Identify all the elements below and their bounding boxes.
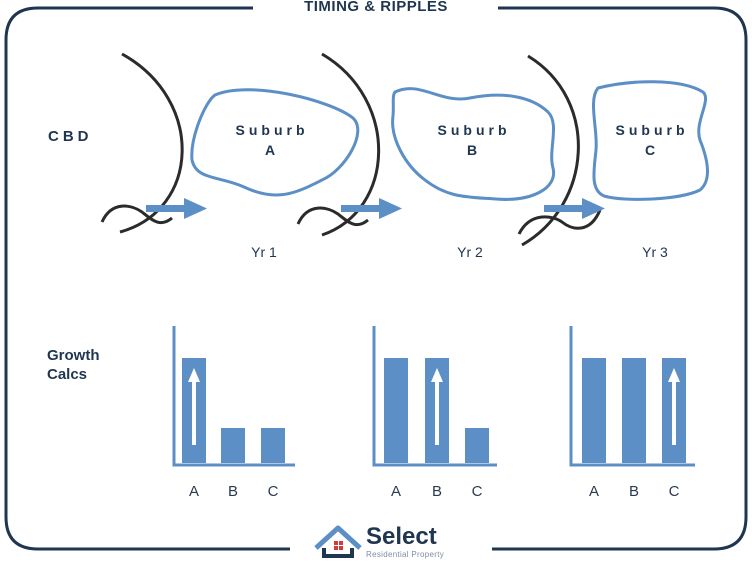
growth-label-line2: Calcs [47,366,88,383]
frame-border [4,6,748,551]
bar-1-b [221,428,245,463]
tick-label-2-c: C [471,483,483,500]
year-label-2: Yr 2 [457,244,483,260]
ripple-panel-3 [517,54,709,247]
cbd-ring-1 [119,52,184,234]
chart-1-axes [172,326,295,467]
suburb-blob-b [391,87,556,201]
tick-label-3-c: C [668,483,680,500]
chart-3-axes [569,326,695,467]
suburb-c-label: Suburb C [592,120,712,160]
bar-1-c [261,428,285,463]
cbd-label: CBD [48,128,93,145]
growth-label-line1: Growth [47,347,100,364]
bar-3-b [622,358,646,463]
tick-label-3-a: A [588,483,599,500]
ripple-arrow-2 [341,198,402,219]
ripple-arrow-3 [544,198,605,219]
growth-arrow-1 [188,368,200,445]
ripple-panel-2 [296,52,556,237]
wave-2 [296,206,369,227]
logo-tagline: Residential Property [366,550,445,559]
house-logo-icon [314,525,362,558]
tick-label-1-a: A [188,483,199,500]
growth-chart-1 [172,326,295,467]
bar-2-a [384,358,408,463]
wave-1 [100,204,173,225]
ripple-panel-1 [100,52,360,234]
tick-label-3-b: B [628,483,639,500]
suburb-c-word: Suburb [615,122,689,138]
growth-chart-2 [372,326,497,467]
ripple-arrow-1 [146,198,207,219]
suburb-a-word: Suburb [235,122,309,138]
suburb-a-letter: A [264,142,280,158]
tick-label-2-b: B [431,483,442,500]
suburb-c-letter: C [644,142,660,158]
year-label-3: Yr 3 [642,244,668,260]
growth-arrow-2 [431,368,443,445]
growth-arrow-3 [668,368,680,445]
bar-3-a [582,358,606,463]
suburb-b-label: Suburb B [414,120,534,160]
diagram-title: TIMING & RIPPLES [304,0,448,15]
wave-3 [517,209,602,235]
cbd-ring-3 [521,54,580,247]
suburb-b-letter: B [466,142,482,158]
suburb-b-word: Suburb [437,122,511,138]
suburb-a-label: Suburb A [212,120,332,160]
tick-label-1-b: B [227,483,238,500]
tick-label-2-a: A [390,483,401,500]
tick-label-1-c: C [267,483,279,500]
year-label-1: Yr 1 [251,244,277,260]
logo-name: Select [366,523,437,550]
chart-2-axes [372,326,497,467]
suburb-blob-a [190,88,360,197]
suburb-blob-c [591,80,709,201]
growth-calcs-label: Growth Calcs [47,346,127,384]
growth-chart-3 [569,326,695,467]
bar-2-c [465,428,489,463]
